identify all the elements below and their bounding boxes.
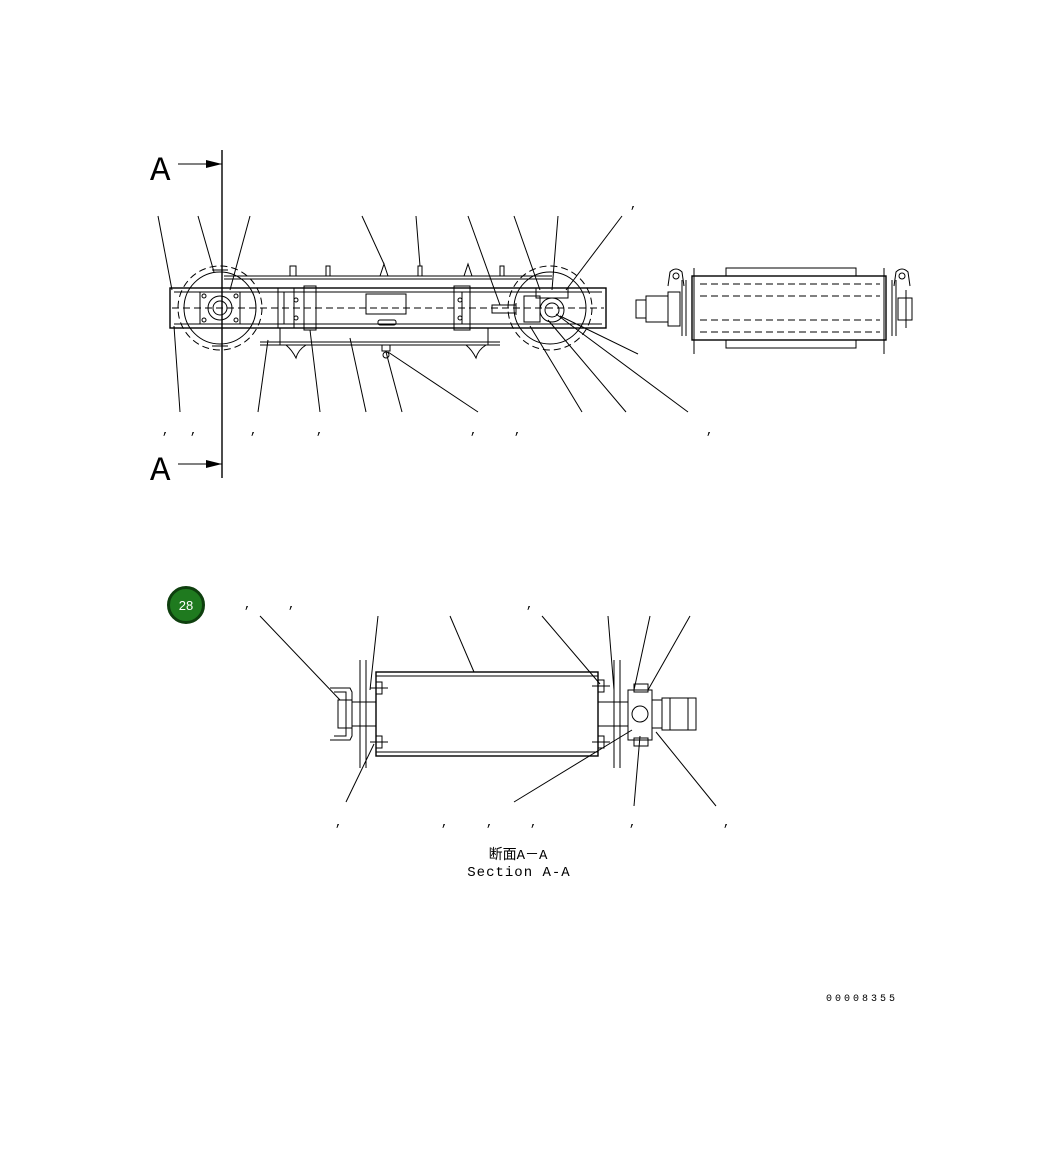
- svg-text:,: ,: [470, 424, 477, 438]
- svg-text:,: ,: [486, 816, 493, 830]
- right-sprocket: [491, 265, 593, 351]
- svg-text:,: ,: [630, 198, 637, 212]
- section-cut-line: A A: [150, 150, 223, 491]
- svg-text:,: ,: [723, 816, 730, 830]
- svg-text:,: ,: [288, 598, 295, 612]
- svg-text:,: ,: [514, 424, 521, 438]
- figure-number-badge[interactable]: 28: [167, 586, 205, 624]
- svg-text:,: ,: [530, 816, 537, 830]
- svg-text:,: ,: [244, 598, 251, 612]
- svg-text:,: ,: [316, 424, 323, 438]
- section-title-jp: 断面A－A: [489, 847, 548, 864]
- document-number: 00008355: [826, 994, 898, 1005]
- drum-side-view: [635, 267, 913, 354]
- svg-text:,: ,: [190, 424, 197, 438]
- svg-text:,: ,: [706, 424, 713, 438]
- svg-text:,: ,: [629, 816, 636, 830]
- frame-top-view: [169, 262, 607, 360]
- left-sprocket: [177, 265, 263, 351]
- svg-text:,: ,: [335, 816, 342, 830]
- section-marker-bottom: A: [150, 453, 171, 491]
- section-aa-view: [330, 660, 697, 768]
- svg-text:,: ,: [250, 424, 257, 438]
- section-marker-top: A: [150, 153, 171, 191]
- section-leader-lines: [259, 615, 717, 807]
- callout-separators: , , , , , , , , , , , , , , , , ,: [162, 198, 730, 830]
- top-view-leader-lines: [157, 215, 689, 413]
- svg-text:,: ,: [162, 424, 169, 438]
- svg-text:,: ,: [526, 598, 533, 612]
- section-title-en: Section A-A: [467, 865, 570, 881]
- svg-text:,: ,: [441, 816, 448, 830]
